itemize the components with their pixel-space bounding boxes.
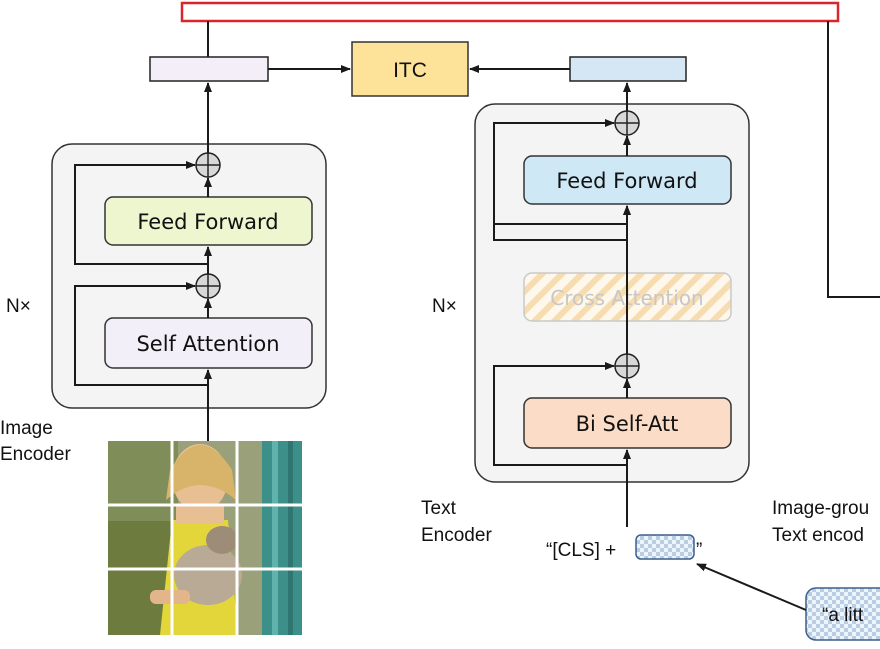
grounded-encoder-wire [827, 21, 880, 298]
grounded-encoder-label-line2: Text encod [772, 525, 864, 546]
self-attention-label: Self Attention [136, 332, 279, 356]
caption-input-box [805, 587, 880, 641]
image-encoder-label-line1: Image [0, 418, 53, 439]
text-input-suffix: ” [696, 540, 702, 561]
image-embedding-bar [149, 56, 269, 82]
image-add-node-bottom [195, 273, 221, 299]
image-residual-bottom [74, 282, 208, 386]
text-embedding-bar [569, 56, 687, 82]
image-feed-forward-label: Feed Forward [137, 210, 278, 234]
image-encoder-label-line2: Encoder [0, 444, 71, 465]
bi-self-att-label: Bi Self-Att [576, 412, 679, 436]
text-feed-forward-label: Feed Forward [556, 169, 697, 193]
caption-input-text: “a litt [822, 605, 864, 626]
image-add-node-top [195, 152, 221, 178]
text-input-prefix: “[CLS] + [546, 540, 616, 561]
text-residual-top [493, 119, 615, 224]
grounded-encoder-label-line1: Image-grou [772, 498, 869, 519]
itc-label: ITC [393, 59, 427, 82]
text-encoder-repeat-label: N× [432, 296, 457, 317]
image-encoder-repeat-label: N× [6, 296, 31, 317]
image-residual-top [74, 161, 208, 265]
text-add-node-top [614, 110, 640, 136]
text-encoder-label-line2: Encoder [421, 525, 492, 546]
text-encoder-label-line1: Text [421, 498, 457, 519]
text-residual-bottom [493, 362, 627, 466]
text-token-placeholder [635, 534, 695, 560]
image-patch-grid [108, 441, 302, 635]
input-image-patches [108, 441, 302, 635]
highlight-box [180, 1, 840, 23]
caption-to-token-arrow [696, 563, 807, 611]
itc-box [351, 41, 469, 97]
text-add-node-bottom [614, 353, 640, 379]
